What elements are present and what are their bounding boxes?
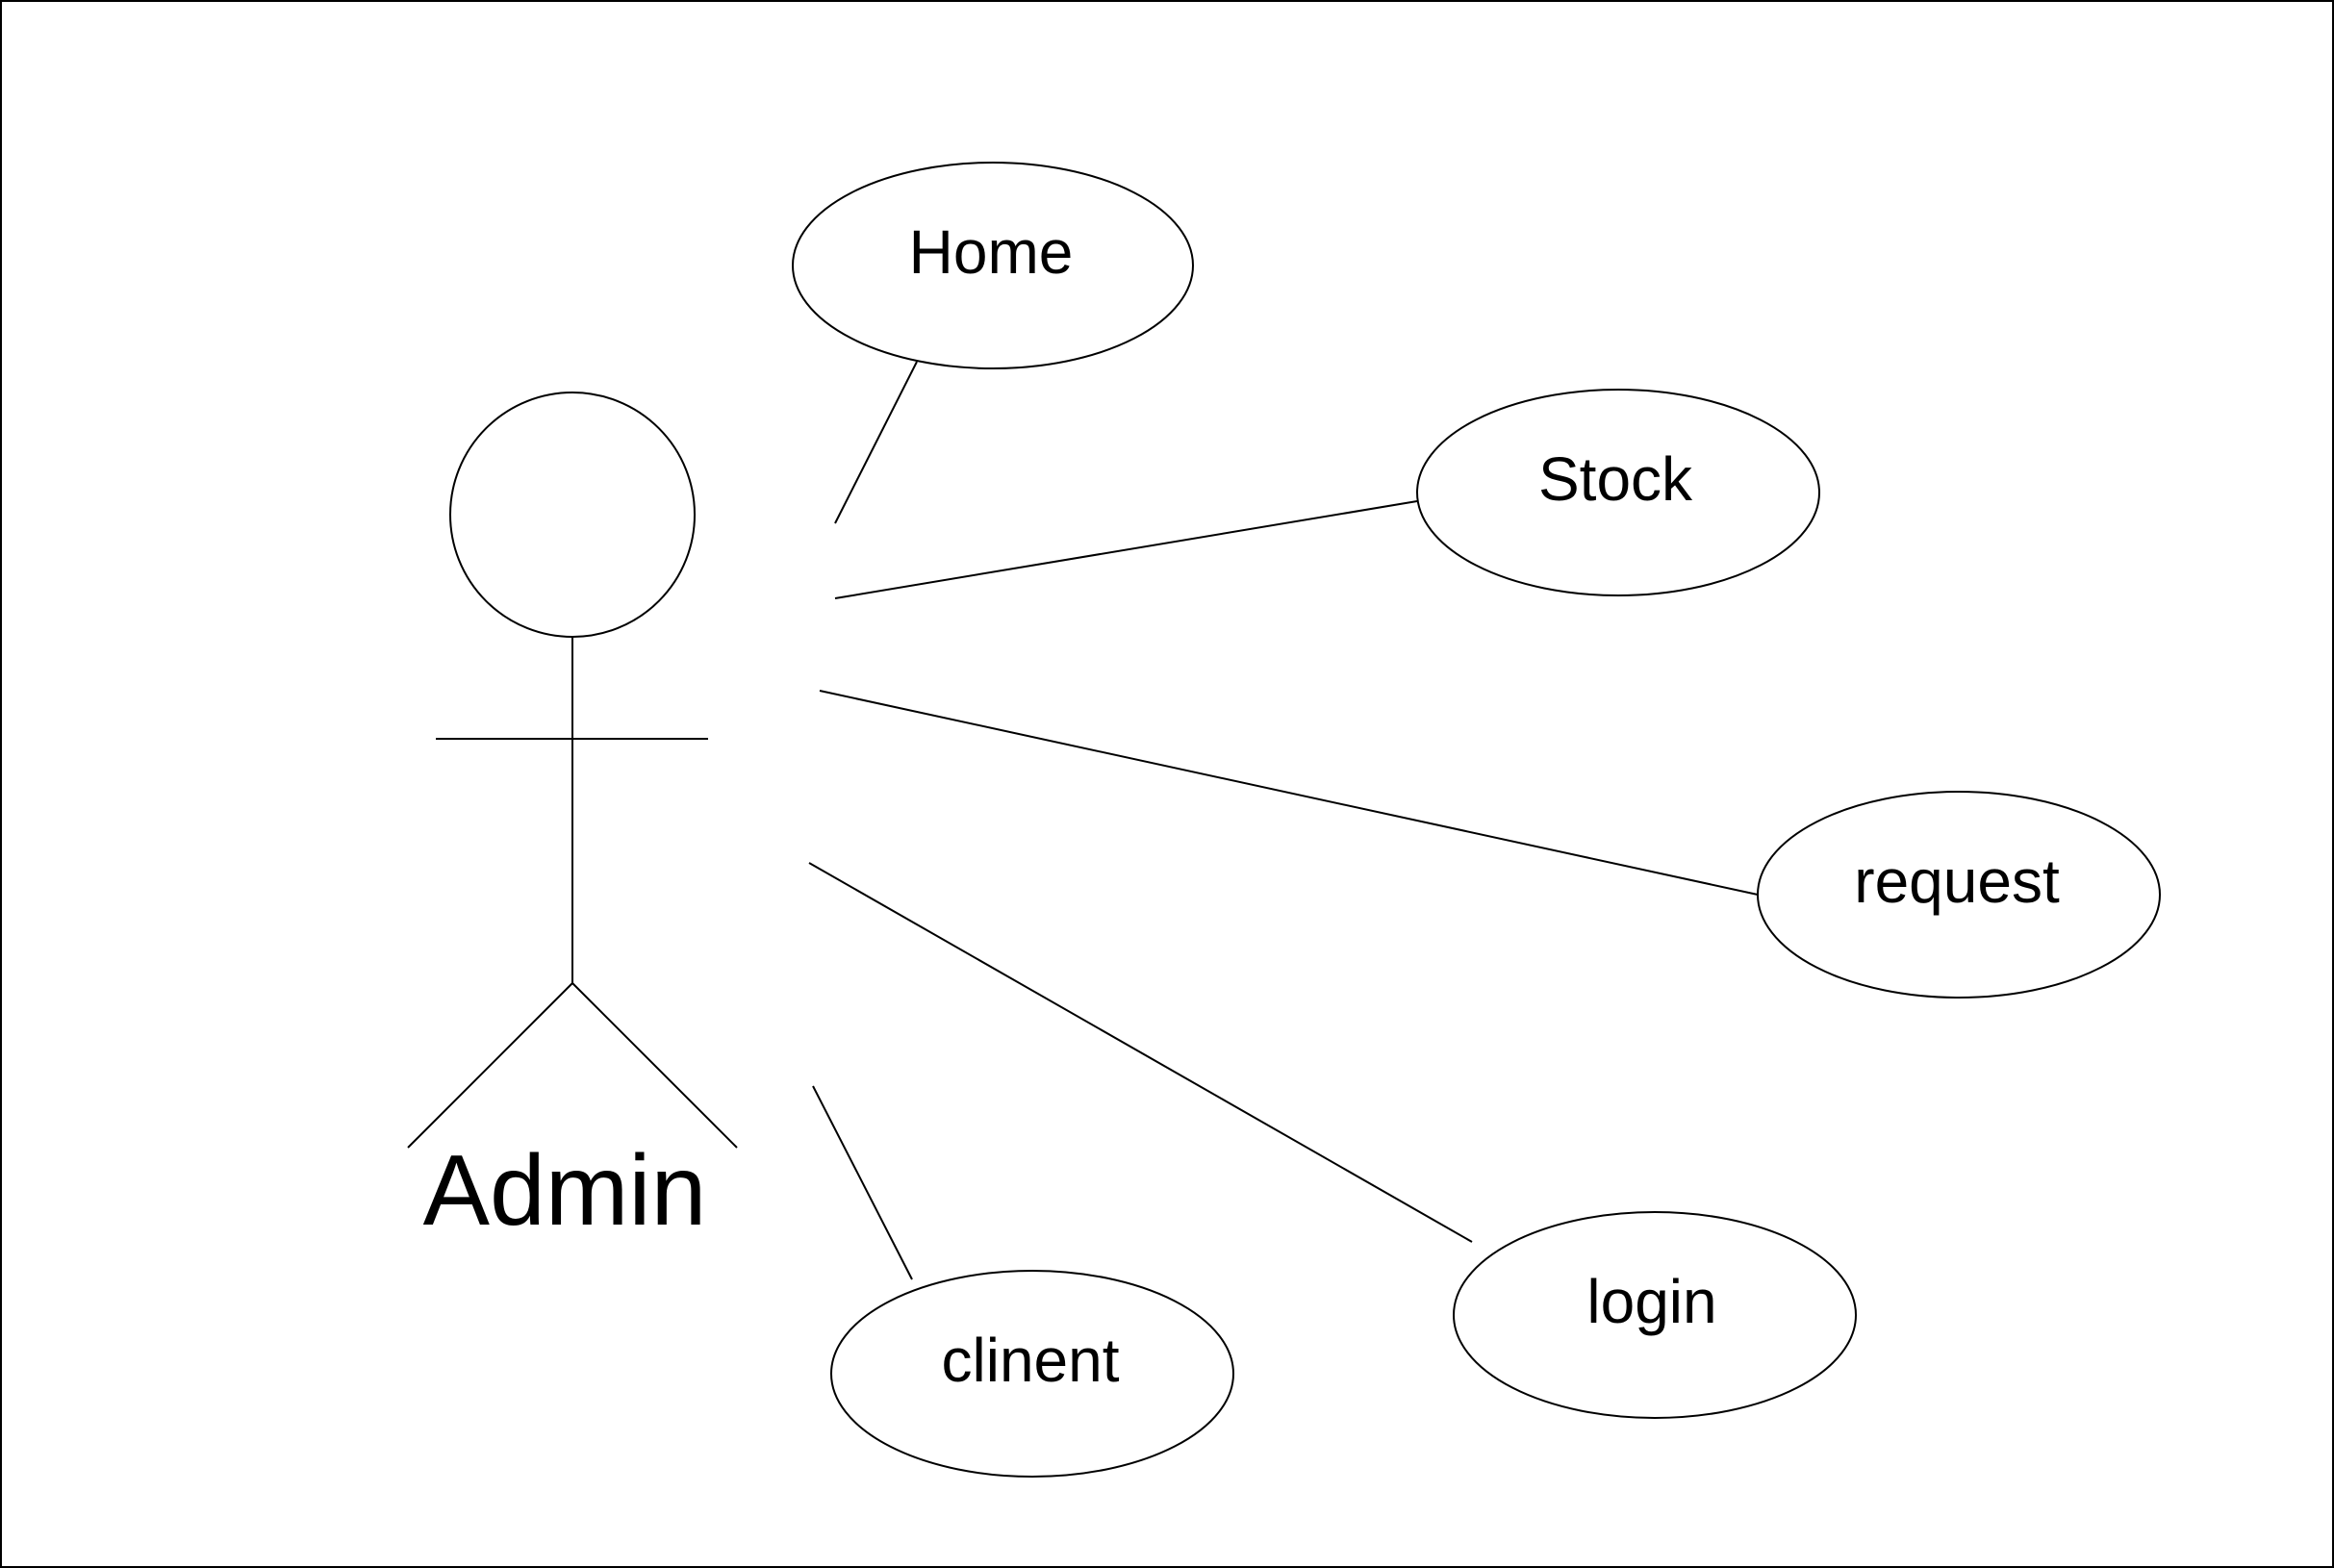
association-request — [819, 690, 1759, 896]
use-case-request-ellipse — [1757, 791, 2161, 999]
actor-admin: Admin — [407, 392, 738, 1247]
association-clinent — [812, 1085, 913, 1280]
use-case-login-ellipse — [1453, 1211, 1857, 1419]
use-case-login-label: login — [1586, 1267, 1716, 1336]
use-case-stock-label: Stock — [1538, 444, 1693, 514]
use-case-clinent-ellipse — [830, 1270, 1234, 1478]
association-stock — [834, 500, 1418, 599]
use-case-home-label: Home — [909, 217, 1074, 287]
use-case-clinent-label: clinent — [942, 1326, 1120, 1395]
actor-name: Admin — [423, 1135, 707, 1247]
use-case-request: request — [1757, 791, 2161, 999]
use-case-login: login — [1453, 1211, 1857, 1419]
use-case-clinent: clinent — [830, 1270, 1234, 1478]
use-case-request-label: request — [1854, 847, 2060, 916]
actor-right-leg — [571, 982, 738, 1149]
use-case-home-ellipse — [792, 162, 1194, 369]
association-home — [834, 361, 918, 524]
use-case-stock: Stock — [1416, 389, 1820, 596]
association-login — [808, 862, 1473, 1243]
use-case-stock-ellipse — [1416, 389, 1820, 596]
use-case-home: Home — [792, 162, 1194, 369]
actor-left-leg — [407, 982, 573, 1149]
